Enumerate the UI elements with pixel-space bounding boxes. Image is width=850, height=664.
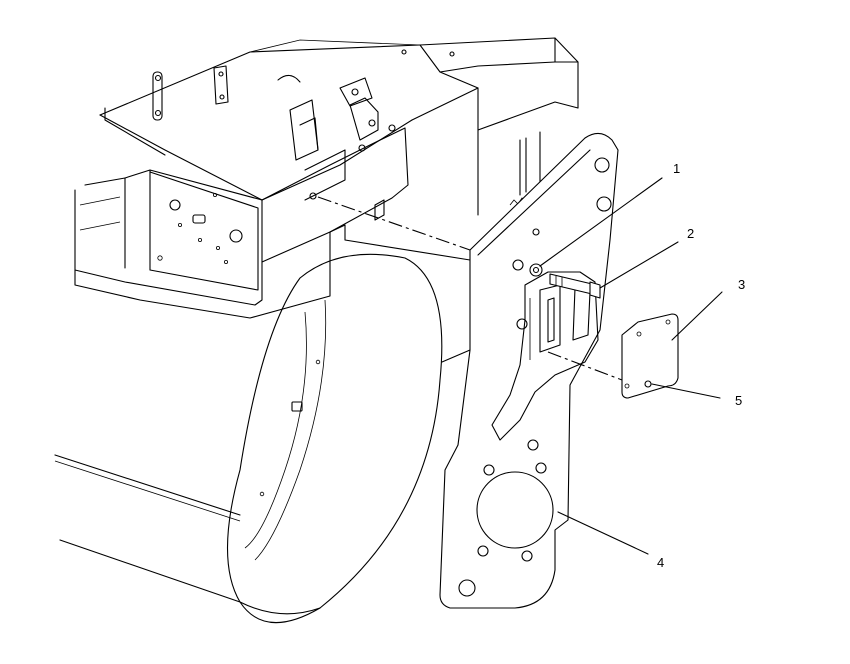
leader-lines <box>539 177 723 555</box>
drum <box>54 253 489 624</box>
bolt-part-2 <box>549 273 601 299</box>
side-plate-part-4 <box>439 132 619 609</box>
callout-labels: 1 2 3 4 5 <box>657 161 745 570</box>
washer-part-1 <box>529 263 543 277</box>
callout-1: 1 <box>673 161 680 176</box>
cover-plate-part-3 <box>621 313 679 399</box>
screw-part-5 <box>644 380 652 388</box>
assembly-lines <box>317 196 623 381</box>
machine-frame <box>74 37 579 319</box>
callout-5: 5 <box>735 393 742 408</box>
callout-3: 3 <box>738 277 745 292</box>
callout-4: 4 <box>657 555 664 570</box>
callout-2: 2 <box>687 226 694 241</box>
